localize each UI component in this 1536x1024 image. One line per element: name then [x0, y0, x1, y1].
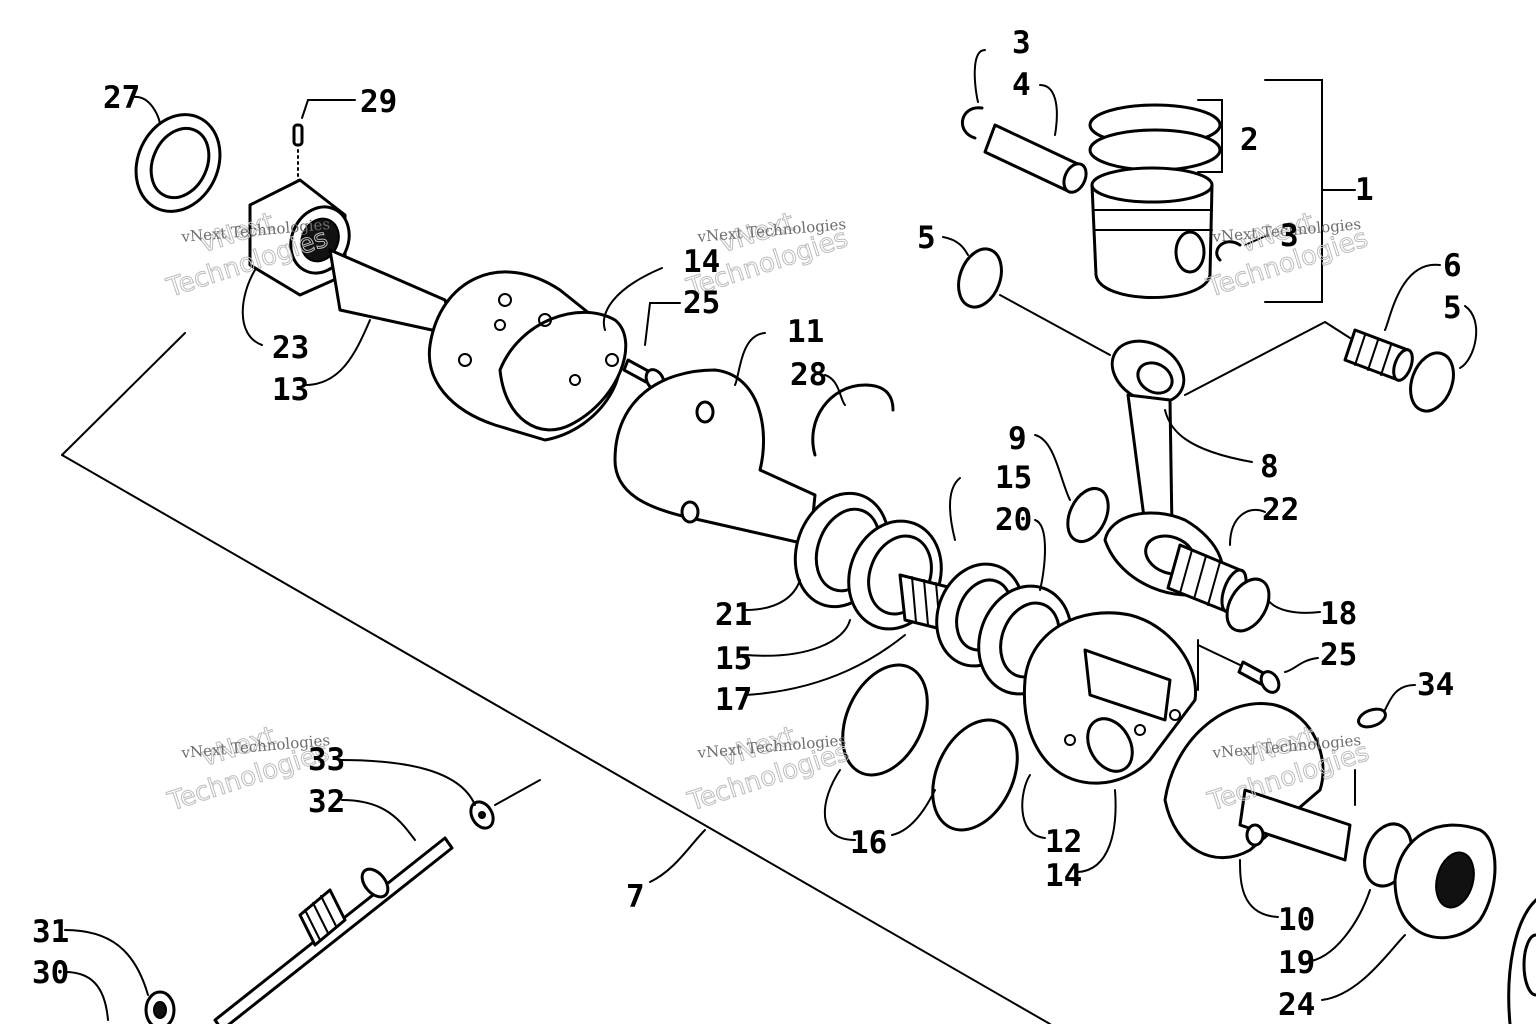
screw-25-lower: [1237, 660, 1281, 694]
callout-24: 24: [1278, 987, 1315, 1023]
seal-27: [134, 113, 222, 213]
callout-20: 20: [995, 502, 1032, 538]
callout-14-upper: 14: [683, 244, 720, 280]
piston-pin-4: [983, 123, 1088, 194]
callout-15-right: 15: [995, 460, 1032, 496]
callout-16: 16: [850, 825, 887, 861]
piston-rings-2: [1088, 103, 1222, 172]
callout-4: 4: [1012, 67, 1031, 103]
callout-19: 19: [1278, 945, 1315, 981]
callout-1: 1: [1355, 172, 1374, 208]
crankshaft-half-13: [328, 248, 628, 442]
callout-30: 30: [32, 955, 69, 991]
needle-bearing-6: [1343, 328, 1414, 382]
shaft-32: [213, 779, 541, 1024]
callout-3-upper: 3: [1012, 25, 1031, 61]
seal-31: [144, 990, 176, 1024]
crank-web-12: [1022, 611, 1198, 785]
bearing-24: [1393, 823, 1497, 940]
circlip-3-upper: [960, 106, 984, 140]
callout-29: 29: [360, 84, 397, 120]
assembly-outline-lines: [61, 79, 1356, 1024]
callout-23: 23: [272, 330, 309, 366]
callout-5-right: 5: [1443, 290, 1462, 326]
callout-25-upper: 25: [683, 285, 720, 321]
callout-21: 21: [715, 597, 752, 633]
callout-2: 2: [1240, 122, 1259, 158]
callout-labels: 1 2 3 3 4 5 5 6 7 8 9 10 11 12 13 14 14 …: [32, 25, 1462, 1023]
callout-10: 10: [1278, 902, 1315, 938]
callout-6: 6: [1443, 248, 1462, 284]
leader-lines: [64, 49, 1478, 1021]
callout-5-left: 5: [917, 220, 936, 256]
watermark-bottom-left: vNext Technologies: [163, 720, 333, 818]
ring-16: [841, 663, 929, 777]
callout-9: 9: [1008, 421, 1027, 457]
callout-22: 22: [1262, 492, 1299, 528]
callout-28: 28: [790, 357, 827, 393]
callout-7: 7: [626, 879, 645, 915]
washer-5-right: [1409, 351, 1455, 413]
callout-32: 32: [308, 784, 345, 820]
ring-16-second: [931, 718, 1019, 832]
callout-12: 12: [1045, 824, 1082, 860]
callout-14-lower: 14: [1045, 858, 1082, 894]
callout-13: 13: [272, 372, 309, 408]
callout-15-left: 15: [715, 641, 752, 677]
cover-partial-right-edge: [1507, 898, 1536, 1024]
callout-25-lower: 25: [1320, 637, 1357, 673]
key-34: [1357, 707, 1387, 729]
callout-33: 33: [308, 742, 345, 778]
callout-8: 8: [1260, 449, 1279, 485]
callout-11: 11: [787, 314, 824, 350]
washer-18: [1225, 577, 1271, 633]
washer-5-left: [957, 247, 1003, 309]
callout-17: 17: [715, 682, 752, 718]
callout-18: 18: [1320, 596, 1357, 632]
ring-28: [811, 383, 895, 457]
callout-34: 34: [1417, 667, 1454, 703]
callout-31: 31: [32, 914, 69, 950]
callout-3-lower: 3: [1280, 218, 1299, 254]
callout-27: 27: [103, 80, 140, 116]
circlip-3-lower: [1215, 240, 1242, 262]
piston-1: [1090, 166, 1214, 299]
washer-33: [469, 800, 495, 830]
crankshaft-half-10: [1163, 702, 1352, 862]
washer-9: [1066, 487, 1110, 543]
center-crank-11: [613, 368, 817, 547]
